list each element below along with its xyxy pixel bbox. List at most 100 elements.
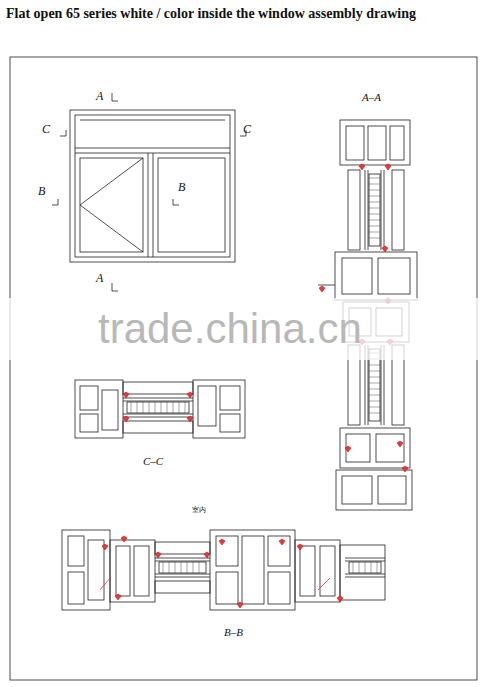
frame-profile <box>336 470 412 510</box>
spacer-fill <box>369 413 380 414</box>
gasket <box>121 536 127 542</box>
spacer-fill <box>155 402 156 413</box>
chamber <box>216 572 238 604</box>
note-text: 室内 <box>192 507 206 515</box>
spacer-fill <box>369 196 380 197</box>
chamber <box>220 386 240 410</box>
drawing-title: Flat open 65 series white / color inside… <box>6 6 416 21</box>
gasket <box>397 441 403 447</box>
glazing-bead <box>123 382 193 394</box>
gasket <box>219 539 225 545</box>
gasket <box>337 596 343 602</box>
window-frame-inner <box>75 115 230 257</box>
frame-profile <box>75 380 123 438</box>
chamber <box>216 536 238 566</box>
glazing-bead <box>155 542 210 554</box>
spacer-fill <box>369 202 380 203</box>
chamber <box>198 386 216 426</box>
gasket <box>297 544 303 550</box>
glass <box>155 561 210 562</box>
chamber <box>378 476 406 504</box>
glass <box>123 398 193 399</box>
sash-profile <box>295 540 340 602</box>
watermark: trade.china.cn <box>98 306 362 352</box>
glass <box>345 561 385 562</box>
spacer-fill <box>175 562 176 573</box>
opening-symbol <box>80 158 143 252</box>
glass <box>123 401 193 402</box>
chamber <box>242 536 264 604</box>
transom-profile <box>335 252 417 300</box>
glass <box>345 574 385 575</box>
gasket <box>102 544 108 550</box>
chamber <box>346 434 370 462</box>
spacer-fill <box>369 238 380 239</box>
glazing-bead <box>348 170 360 250</box>
gasket <box>319 286 325 292</box>
glass <box>368 170 369 250</box>
spacer-fill <box>199 562 200 573</box>
spacer-fill <box>167 402 168 413</box>
glass <box>365 170 366 250</box>
spacer-fill <box>369 371 380 372</box>
chamber <box>342 476 372 504</box>
spacer-fill <box>377 562 378 573</box>
spacer <box>369 174 380 246</box>
chamber <box>220 414 240 432</box>
glass <box>155 558 210 559</box>
section-title: A–A <box>362 91 381 103</box>
spacer-fill <box>359 562 360 573</box>
glazing-bead <box>155 581 210 593</box>
gasket <box>123 416 129 422</box>
chamber <box>268 572 290 604</box>
gasket <box>155 552 161 558</box>
gasket <box>345 446 351 452</box>
section-marker <box>173 199 179 205</box>
gasket <box>237 602 243 608</box>
sash-profile <box>340 428 410 468</box>
spacer-fill <box>193 562 194 573</box>
glass <box>381 170 382 250</box>
spacer-fill <box>369 389 380 390</box>
mullion <box>148 153 149 257</box>
chamber <box>68 572 84 604</box>
mullion-profile <box>210 530 295 610</box>
spacer-fill <box>369 214 380 215</box>
section-letter: A <box>96 272 103 285</box>
frame-profile <box>193 380 245 438</box>
glass <box>155 577 210 578</box>
section-marker <box>52 199 58 205</box>
spacer-fill <box>365 562 366 573</box>
chamber <box>390 126 404 160</box>
frame-profile <box>62 530 110 610</box>
gasket <box>204 552 210 558</box>
gasket <box>359 164 365 170</box>
spacer-fill <box>181 562 182 573</box>
chamber <box>346 126 364 160</box>
spacer-fill <box>369 208 380 209</box>
chamber <box>88 540 104 600</box>
chamber <box>342 258 372 294</box>
gasket <box>187 392 193 398</box>
transom <box>75 153 230 154</box>
glass <box>345 577 385 578</box>
gasket <box>382 246 388 252</box>
chamber <box>300 546 315 596</box>
glass <box>345 558 385 559</box>
spacer-fill <box>187 562 188 573</box>
fixed-pane <box>158 158 225 252</box>
section-marker <box>60 130 66 136</box>
spacer-fill <box>163 562 164 573</box>
section-marker <box>112 93 118 101</box>
spacer-fill <box>173 402 174 413</box>
spacer-fill <box>369 226 380 227</box>
chamber <box>268 536 290 566</box>
spacer-fill <box>369 220 380 221</box>
transom <box>75 148 230 149</box>
frame-profile <box>340 545 385 600</box>
chamber <box>80 386 98 410</box>
spacer-fill <box>353 562 354 573</box>
section-letter: C <box>243 123 251 136</box>
glazing-bead <box>392 170 404 250</box>
section-letter: B <box>38 185 45 198</box>
